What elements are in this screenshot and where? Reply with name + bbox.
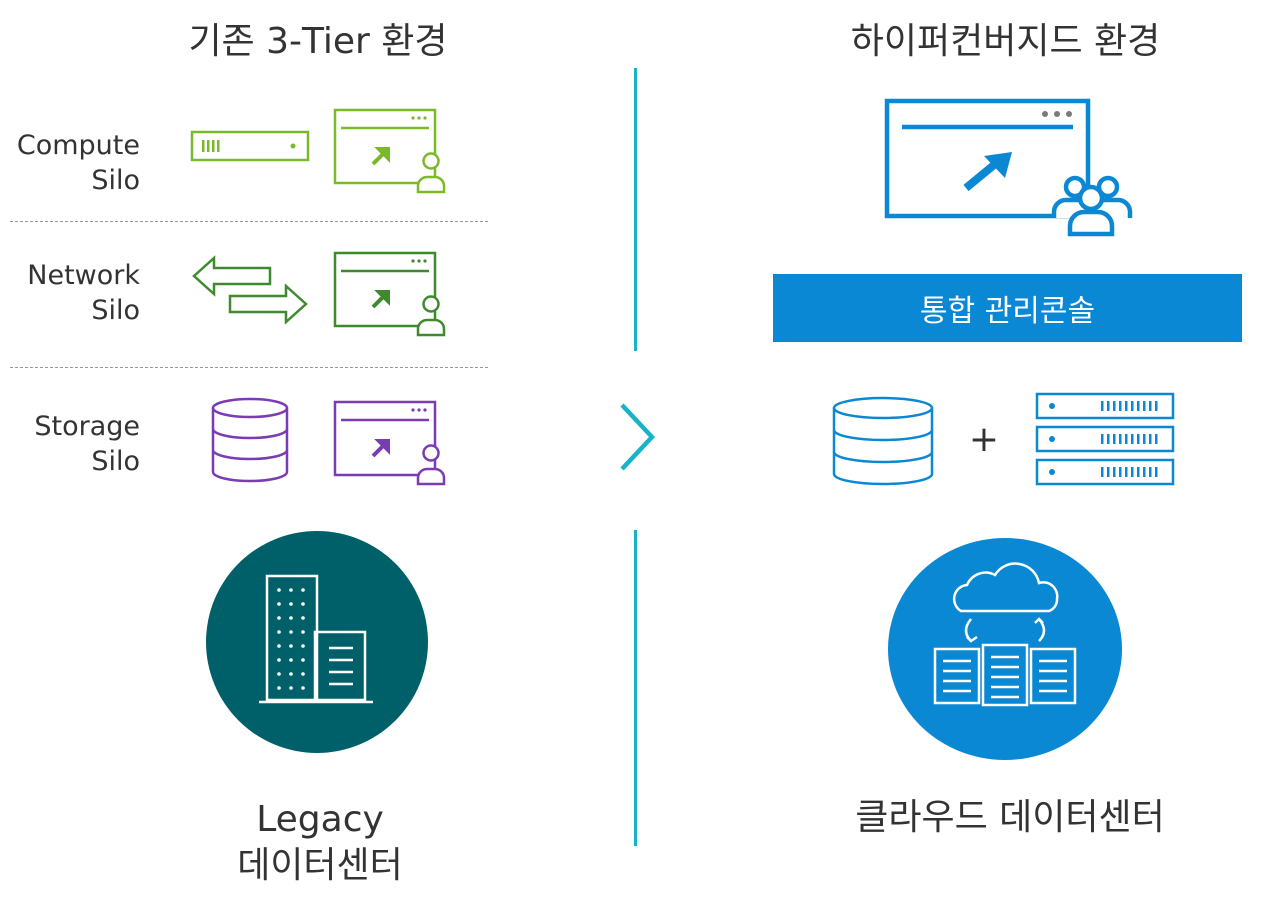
chevron-right-icon (620, 403, 656, 471)
unified-console-bar: 통합 관리콘솔 (773, 274, 1242, 342)
legacy-caption: Legacy 데이터센터 (237, 799, 403, 886)
hci-title: 하이퍼컨버지드 환경 (850, 21, 1161, 62)
cloud-datacenter-icon (888, 538, 1122, 760)
console-group-icon (884, 98, 1133, 237)
building-icon (206, 531, 428, 753)
silo-separator (10, 221, 488, 222)
database-icon (211, 397, 289, 483)
console-user-icon (333, 400, 446, 486)
legacy-title: 기존 3-Tier 환경 (188, 21, 448, 62)
server-rack-icon (1035, 392, 1175, 486)
server-icon (190, 130, 310, 162)
divider-bottom (634, 530, 637, 846)
console-user-icon (333, 108, 446, 194)
cloud-caption: 클라우드 데이터센터 (855, 797, 1165, 838)
divider-top (634, 68, 637, 351)
plus-sign: + (968, 419, 1000, 460)
exchange-arrows-icon (192, 255, 308, 325)
database-icon (832, 396, 934, 486)
console-user-icon (333, 251, 446, 337)
unified-console-label: 통합 관리콘솔 (919, 294, 1096, 329)
silo-separator (10, 367, 488, 368)
